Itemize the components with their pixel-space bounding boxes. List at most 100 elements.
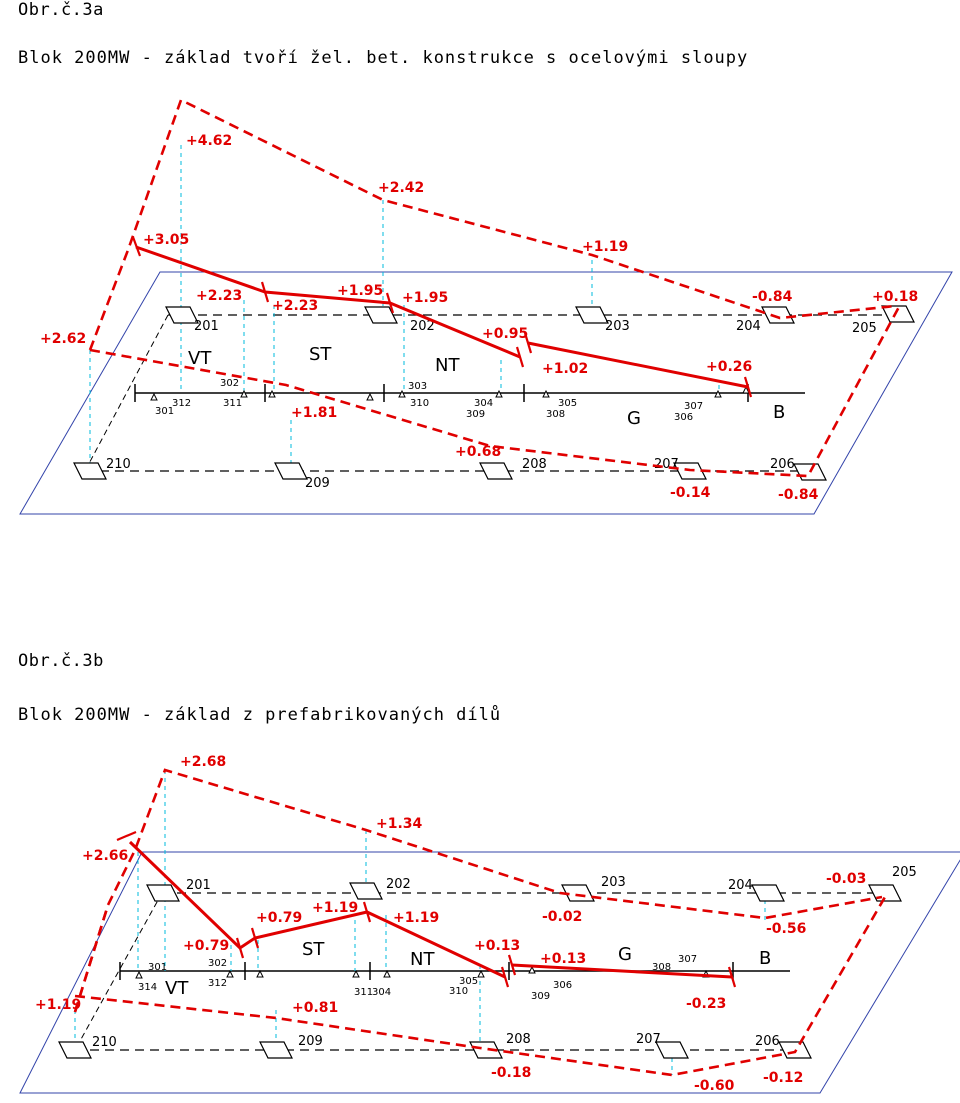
fig-a-segment-end-0	[131, 236, 142, 257]
fig-a-benchmark-0	[150, 392, 158, 401]
fig-b-value-1: +1.34	[376, 816, 423, 832]
fig-a-value-3: -0.84	[752, 289, 793, 305]
fig-b-pad-209	[259, 1041, 293, 1059]
fig-b-point-label-8: 309	[531, 991, 550, 1002]
fig-a-pad-203	[575, 306, 609, 324]
fig-b-node-label-201: 201	[186, 878, 211, 893]
fig-b-value-5: +1.19	[312, 900, 358, 916]
fig-a-node-label-203: 203	[605, 319, 630, 334]
fig-a-benchmark-7	[714, 389, 722, 398]
fig-a-settlement-contour-0	[88, 98, 896, 351]
fig-b-node-label-208: 208	[506, 1032, 531, 1047]
fig-a-segment-end-2	[385, 292, 395, 314]
fig-a-node-label-205: 205	[852, 321, 877, 336]
fig-b-point-label-5: 304	[372, 987, 391, 998]
fig-a-point-label-6: 304	[474, 398, 493, 409]
fig-b-benchmark-6	[528, 965, 536, 974]
fig-b-node-label-204: 204	[728, 878, 753, 893]
fig-b-point-label-11: 307	[678, 954, 697, 965]
fig-b-value-13: +1.19	[35, 997, 81, 1013]
fig-b-value-4: +0.79	[183, 938, 229, 954]
fig-b-zone-label-st: ST	[302, 939, 325, 960]
fig-b-value-7: +0.13	[474, 938, 520, 954]
fig-b-value-9: -0.02	[542, 909, 582, 925]
fig-b-point-label-9: 306	[553, 980, 572, 991]
fig-b-segment-end-1	[235, 937, 245, 959]
fig-a-zone-label-g: G	[627, 408, 641, 429]
fig-b-benchmark-4	[383, 969, 391, 978]
fig-a-value-14: +1.81	[291, 405, 337, 421]
fig-a-benchmark-8	[742, 385, 750, 394]
fig-b-value-2: +2.66	[82, 848, 128, 864]
fig-b-point-label-4: 311	[354, 987, 373, 998]
fig-a-node-label-201: 201	[194, 319, 219, 334]
fig-b-zone-label-b: B	[759, 948, 771, 969]
fig-a-pad-204	[761, 306, 795, 324]
fig-a-point-label-2: 302	[220, 378, 239, 389]
fig-a-point-label-10: 307	[684, 401, 703, 412]
fig-b-pad-201	[146, 884, 180, 902]
fig-b-pad-203	[561, 884, 595, 902]
fig-b-segment-end-2	[250, 927, 260, 949]
fig-b-value-8: +0.13	[540, 951, 586, 967]
fig-b-segment-end-6	[727, 966, 737, 988]
fig-b-point-label-2: 302	[208, 958, 227, 969]
fig-a-point-label-5: 310	[410, 398, 429, 409]
fig-a-point-label-4: 303	[408, 381, 427, 392]
fig-a-value-8: +1.95	[337, 283, 383, 299]
fig-a-pad-202	[364, 306, 398, 324]
fig-a-node-label-206: 206	[770, 457, 795, 472]
fig-a-segment-end-5	[743, 376, 753, 398]
fig-b-zone-label-vt: VT	[165, 978, 189, 999]
figure-a-caption: Blok 200MW - základ tvoří žel. bet. kons…	[18, 48, 749, 68]
fig-a-node-label-202: 202	[410, 319, 435, 334]
fig-a-zone-label-b: B	[773, 402, 785, 423]
fig-a-zone-label-st: ST	[309, 344, 332, 365]
fig-b-segment-end-5	[507, 954, 517, 976]
fig-a-segment-end-1	[260, 281, 270, 303]
fig-b-value-11: -0.56	[766, 921, 806, 937]
fig-a-segment-end-4	[523, 332, 533, 354]
fig-a-plane	[19, 271, 953, 515]
fig-b-value-0: +2.68	[180, 754, 226, 770]
fig-b-pad-202	[349, 882, 383, 900]
fig-a-value-6: +2.23	[196, 288, 242, 304]
fig-a-node-label-210: 210	[106, 457, 131, 472]
fig-a-value-5: +3.05	[143, 232, 189, 248]
fig-b-point-label-3: 312	[208, 978, 227, 989]
fig-b-point-label-0: 301	[148, 962, 167, 973]
fig-a-value-0: +4.62	[186, 133, 232, 149]
fig-b-benchmark-5	[477, 969, 485, 978]
fig-b-settlement-contour-1	[73, 904, 110, 1013]
fig-b-benchmark-0	[135, 970, 143, 979]
fig-a-zone-label-nt: NT	[435, 355, 460, 376]
fig-a-point-label-3: 311	[223, 398, 242, 409]
fig-a-pad-209	[274, 462, 308, 480]
fig-b-benchmark-2	[256, 969, 264, 978]
fig-a-benchmark-6	[542, 389, 550, 398]
fig-a-point-label-1: 312	[172, 398, 191, 409]
fig-a-value-17: -0.84	[778, 487, 819, 503]
fig-b-benchmark-3	[352, 969, 360, 978]
fig-a-benchmark-5	[495, 389, 503, 398]
fig-a-node-label-207: 207	[654, 457, 679, 472]
fig-b-segment-end-3	[362, 901, 372, 923]
fig-b-zone-label-g: G	[618, 944, 632, 965]
fig-b-plane	[19, 851, 960, 1094]
fig-b-zone-label-nt: NT	[410, 949, 435, 970]
fig-b-point-label-1: 314	[138, 982, 157, 993]
fig-a-pad-210	[73, 462, 107, 480]
fig-b-point-label-7: 310	[449, 986, 468, 997]
fig-a-pad-208	[479, 462, 513, 480]
fig-b-segment-end-4	[500, 966, 510, 988]
fig-b-point-label-10: 308	[652, 962, 671, 973]
fig-b-settlement-contour-2	[74, 896, 887, 1077]
fig-b-value-16: -0.60	[694, 1078, 735, 1094]
fig-a-node-label-204: 204	[736, 319, 761, 334]
fig-b-value-3: +0.79	[256, 910, 302, 926]
fig-a-value-4: +0.18	[872, 289, 918, 305]
fig-a-pad-201	[165, 306, 199, 324]
fig-a-value-12: +0.26	[706, 359, 752, 375]
fig-b-node-label-203: 203	[601, 875, 626, 890]
